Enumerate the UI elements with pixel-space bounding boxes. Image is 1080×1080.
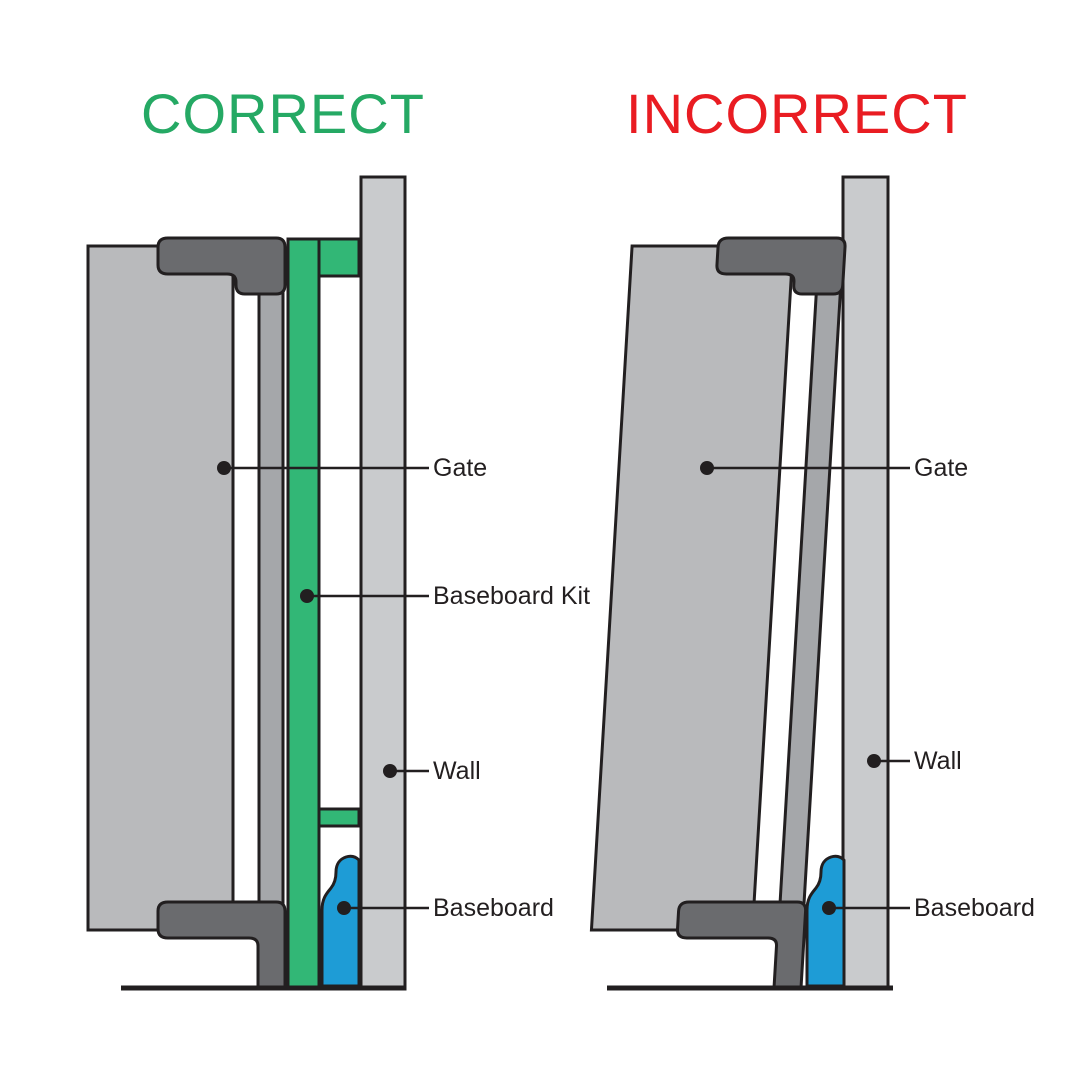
gate-frame-rod <box>778 268 844 912</box>
baseboard-label-dot <box>337 901 351 915</box>
gate-label: Gate <box>914 454 968 482</box>
bottom-mount-bracket <box>676 900 808 990</box>
baseboard-kit-top-bracket <box>317 237 361 278</box>
baseboard-molding <box>320 854 361 988</box>
correct-labels: Gate Baseboard Kit Wall Baseboard <box>217 454 590 922</box>
tilted-gate-assembly <box>589 236 847 990</box>
incorrect-title: INCORRECT <box>626 82 968 145</box>
gate-panel <box>589 244 795 932</box>
gate-label-dot <box>217 461 231 475</box>
baseboard-label: Baseboard <box>433 894 554 922</box>
top-mount-bracket <box>715 236 847 296</box>
correct-title: CORRECT <box>141 82 425 145</box>
wall-label: Wall <box>914 747 962 775</box>
gate-label-dot <box>700 461 714 475</box>
incorrect-diagram: INCORRECT Gate Wall <box>589 82 1035 991</box>
wall <box>359 175 407 991</box>
top-mount-bracket <box>156 236 287 296</box>
baseboard-kit-bar <box>286 237 321 990</box>
baseboard-label-dot <box>822 901 836 915</box>
baseboard-kit-label: Baseboard Kit <box>433 582 590 610</box>
baseboard-label: Baseboard <box>914 894 1035 922</box>
incorrect-labels: Gate Wall Baseboard <box>700 454 1035 922</box>
wall-label-dot <box>867 754 881 768</box>
bottom-mount-bracket <box>156 900 287 990</box>
wall-label-dot <box>383 764 397 778</box>
baseboard-kit-label-dot <box>300 589 314 603</box>
correct-diagram: CORRECT Gate <box>86 82 590 991</box>
gate-frame-rod <box>257 268 285 912</box>
wall-label: Wall <box>433 757 481 785</box>
gate-label: Gate <box>433 454 487 482</box>
baseboard-kit-bottom-bracket <box>317 807 361 828</box>
baseboard-molding <box>805 854 846 988</box>
gate-panel <box>86 244 235 932</box>
wall <box>841 175 890 991</box>
